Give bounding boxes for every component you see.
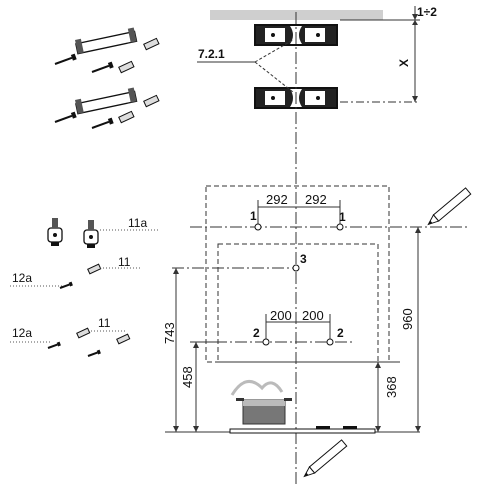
hood-outline-inner — [217, 243, 379, 363]
pot-icon — [230, 379, 292, 425]
hole-2-left-label: 2 — [253, 326, 260, 340]
hanger-bracket-icon — [47, 218, 63, 246]
dim-743: 743 — [162, 322, 177, 344]
hole-1-left — [254, 223, 262, 231]
screw-icon — [54, 53, 77, 65]
hob-icon — [229, 426, 376, 434]
screw-icon — [47, 341, 61, 349]
x-dimension-label: X — [397, 59, 411, 67]
pencil-icon — [427, 187, 472, 226]
part-12a-label-second: 12a — [12, 326, 32, 340]
hood-outline-outer — [205, 185, 390, 363]
wall-plug-icon — [87, 263, 102, 275]
wall-plug-icon — [76, 327, 91, 339]
bracket-icon — [75, 87, 138, 115]
wall-plug-icon — [118, 110, 135, 124]
part-12a-label-first: 12a — [12, 271, 32, 285]
dim-960: 960 — [400, 308, 415, 330]
part-11-label-first: 11 — [118, 255, 131, 269]
part-11a-label: 11a — [128, 216, 147, 230]
wall-plug-icon — [116, 333, 131, 345]
hole-1-right — [336, 223, 344, 231]
hole-2-right-label: 2 — [337, 326, 344, 340]
dim-200-right: 200 — [302, 308, 324, 323]
hole-3 — [292, 264, 300, 272]
screw-icon — [54, 111, 77, 123]
dim-368: 368 — [384, 376, 399, 398]
hole-2-left — [262, 338, 270, 346]
screw-icon — [87, 349, 101, 357]
bracket-icon — [75, 27, 138, 55]
dim-458: 458 — [180, 366, 195, 388]
pencil-icon — [303, 439, 348, 478]
range-1-2-label: 1÷2 — [417, 5, 437, 19]
part-11-label-second: 11 — [98, 316, 111, 330]
hole-3-label: 3 — [300, 252, 307, 266]
dim-292-left: 292 — [266, 192, 288, 207]
screw-icon — [91, 61, 114, 73]
dim-292-right: 292 — [305, 192, 327, 207]
hole-1-left-label: 1 — [250, 209, 257, 223]
dim-200-left: 200 — [270, 308, 292, 323]
hole-2-right — [326, 338, 334, 346]
screw-icon — [91, 117, 114, 129]
wall-plug-icon — [118, 60, 135, 74]
wall-plug-icon — [143, 94, 160, 108]
wall-plug-icon — [143, 37, 160, 51]
hole-1-right-label: 1 — [339, 210, 346, 224]
screw-icon — [59, 281, 73, 289]
hanger-bracket-icon — [83, 220, 99, 248]
ref-7-2-1-label: 7.2.1 — [198, 47, 225, 61]
